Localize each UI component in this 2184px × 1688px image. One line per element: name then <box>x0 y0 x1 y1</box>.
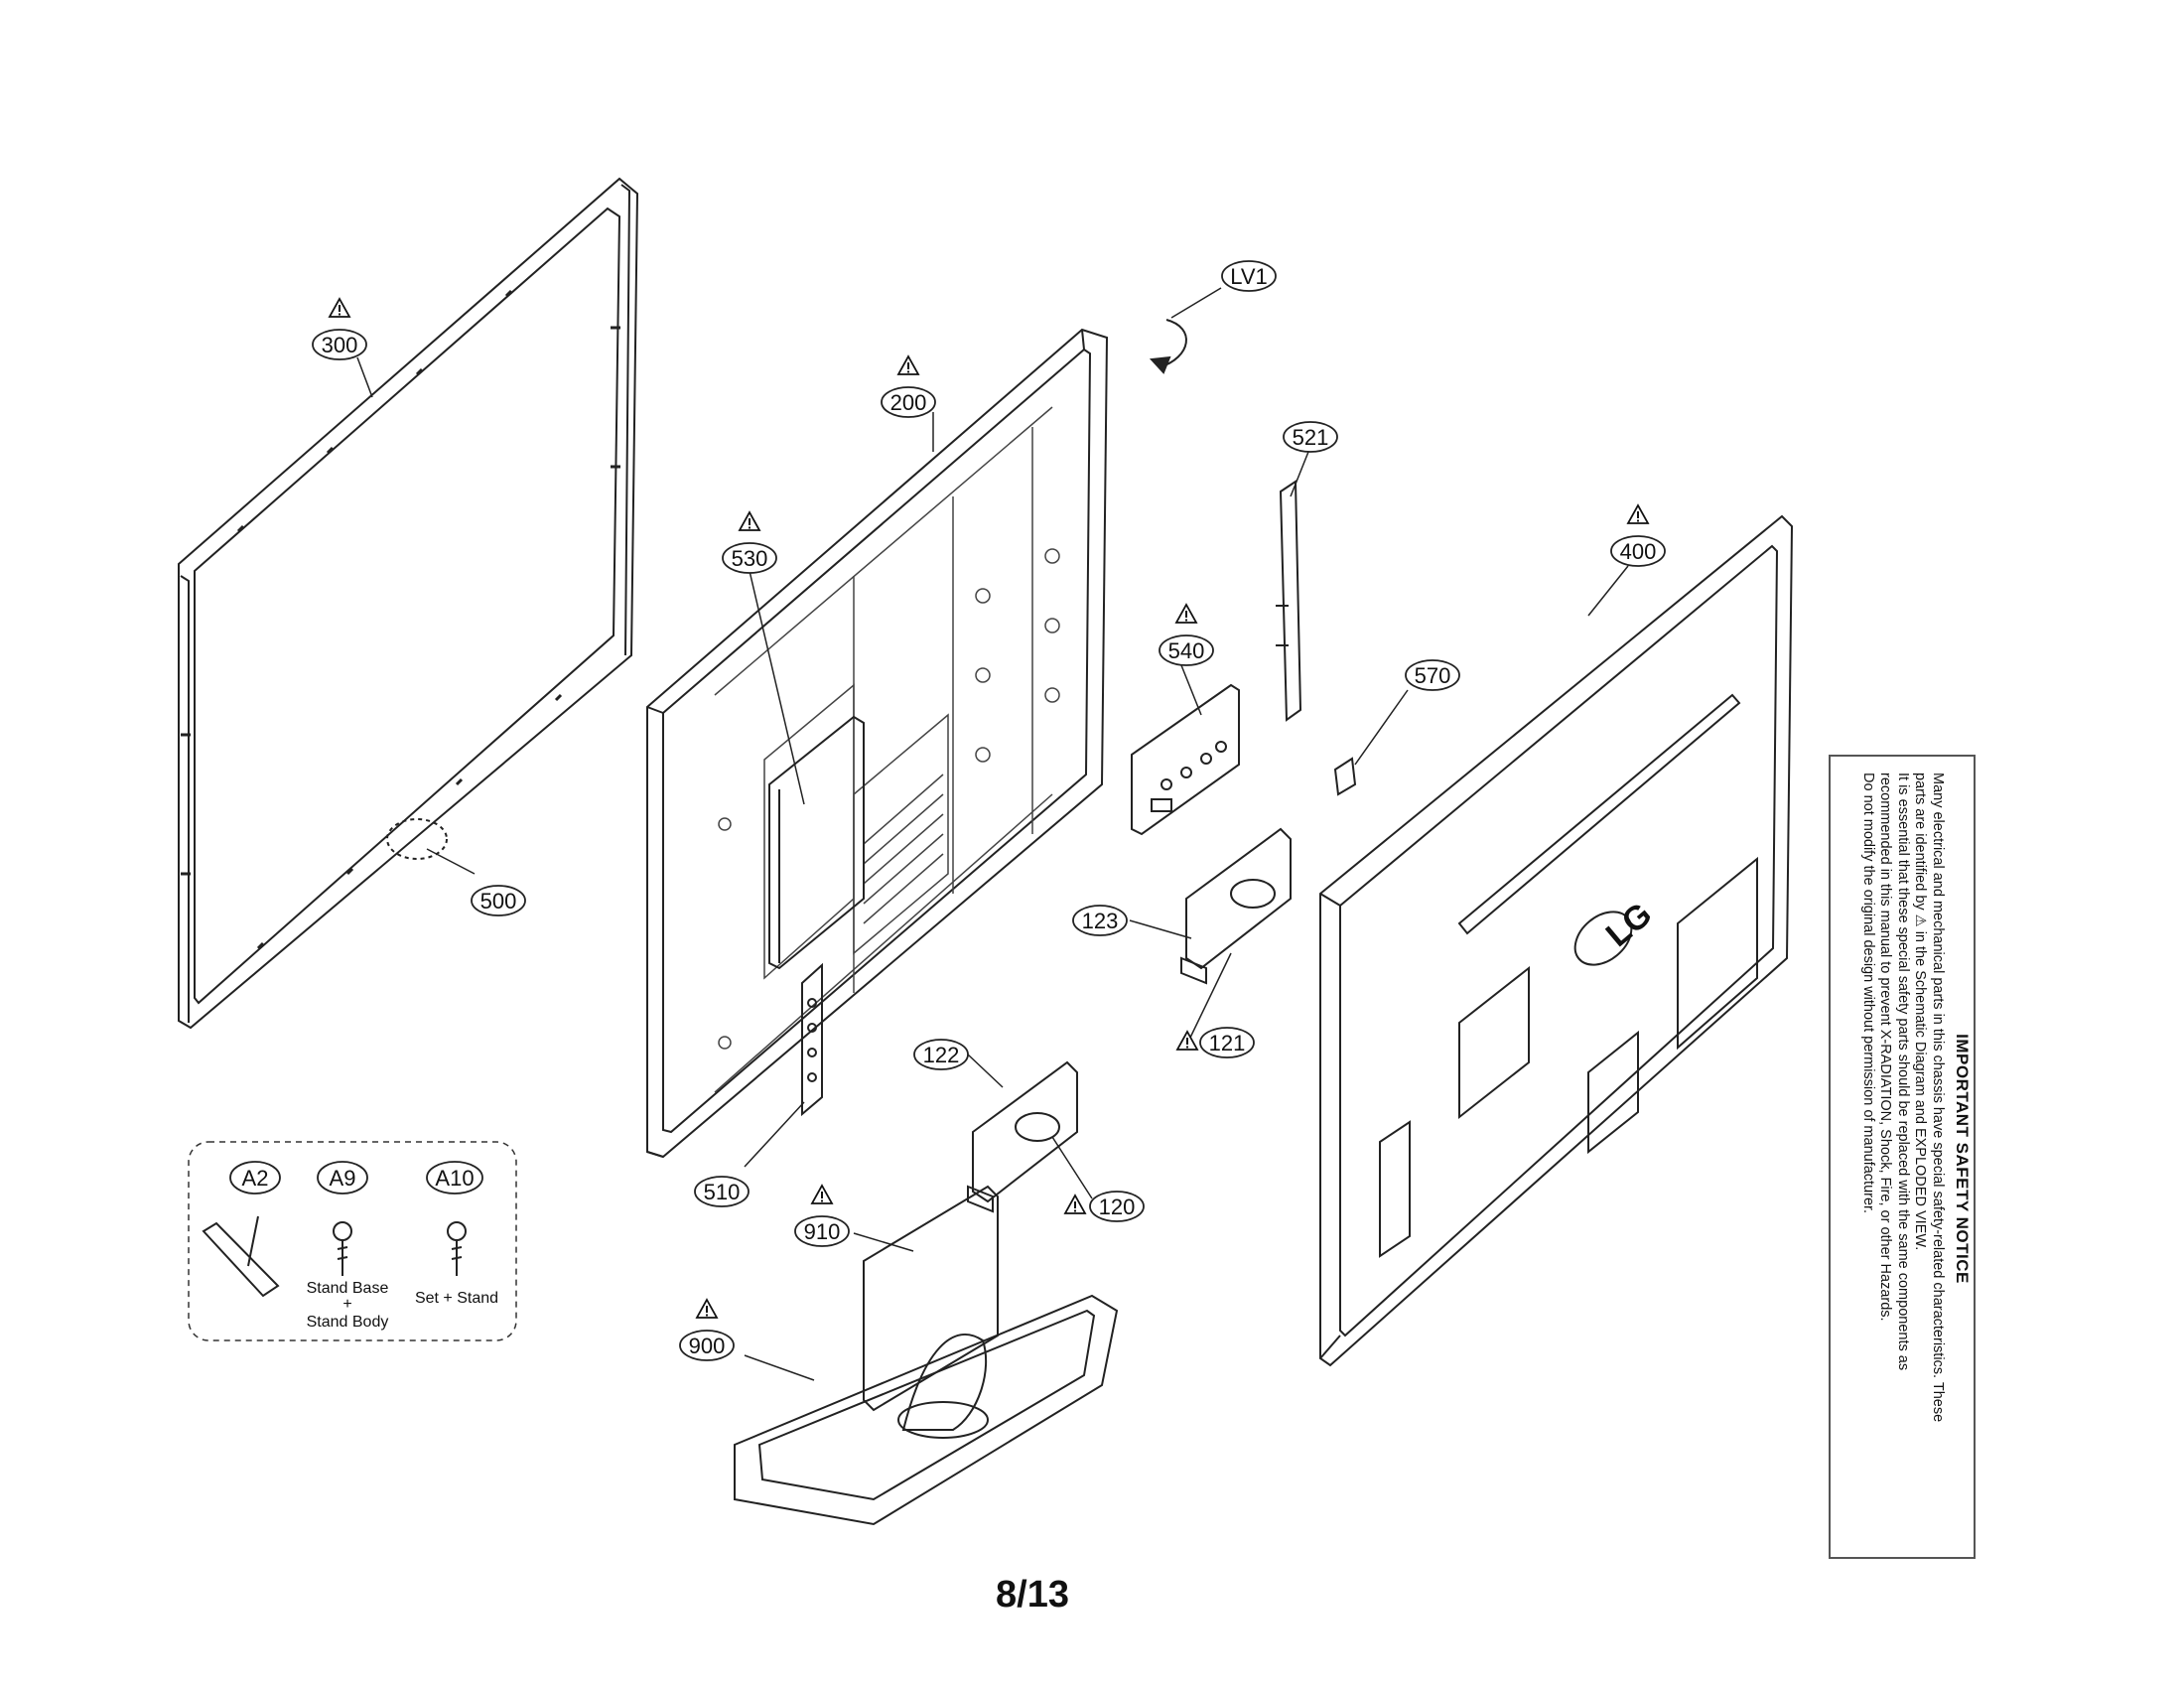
a10-caption: Set + Stand <box>415 1290 498 1307</box>
callout-900: 900 <box>689 1334 726 1358</box>
leader-lines <box>356 287 1629 1381</box>
page-number: 8/13 <box>996 1574 1069 1616</box>
bezel-frame-300 <box>178 177 639 1030</box>
warning-triangle-icon <box>329 298 350 318</box>
callout-120: 120 <box>1099 1195 1136 1219</box>
callout-121: 121 <box>1209 1031 1246 1055</box>
main-board-540 <box>1131 683 1240 836</box>
callout-500: 500 <box>480 889 517 914</box>
stand-910-900 <box>734 1185 1119 1526</box>
rear-cover-400: LG <box>1319 514 1794 1367</box>
callout-521: 521 <box>1293 425 1329 450</box>
rotate-arrow-icon <box>1149 319 1187 374</box>
callout-910: 910 <box>804 1219 841 1244</box>
callout-400: 400 <box>1620 539 1657 564</box>
screw-a10-icon <box>447 1221 467 1241</box>
callout-570: 570 <box>1415 663 1451 688</box>
callout-a2-label: A2 <box>242 1166 269 1191</box>
safety-notice-line-2: parts are identified by ⚠ in the Schemat… <box>1912 773 1929 1251</box>
safety-notice-content: IMPORTANT SAFETY NOTICE Many electrical … <box>1833 757 1979 1561</box>
safety-notice-line-5: Do not modify the original design withou… <box>1860 773 1876 1214</box>
callout-300: 300 <box>322 333 358 357</box>
a9-caption-1: Stand Base <box>307 1280 389 1297</box>
callout-a10-label: A10 <box>435 1166 474 1191</box>
screw-a9-icon <box>333 1221 352 1241</box>
warning-triangle-icon <box>1176 1031 1198 1051</box>
warning-triangle-icon <box>897 355 919 375</box>
callout-510: 510 <box>704 1180 741 1204</box>
power-board-530 <box>768 715 865 970</box>
callout-lv1: LV1 <box>1230 264 1268 289</box>
callout-123: 123 <box>1082 909 1119 933</box>
warning-triangle-icon <box>811 1185 833 1204</box>
warning-triangle-icon <box>1627 504 1649 524</box>
callout-122: 122 <box>923 1043 960 1067</box>
safety-notice-line-1: Many electrical and mechanical parts in … <box>1930 773 1946 1423</box>
callout-a9-label: A9 <box>330 1166 356 1191</box>
safety-notice-box: IMPORTANT SAFETY NOTICE Many electrical … <box>1829 755 1976 1559</box>
speaker-123-121 <box>1180 827 1292 985</box>
callout-540: 540 <box>1168 638 1205 663</box>
screws-box: A2 A9 A10 Stand Base + Stand Body Set + … <box>188 1141 517 1341</box>
stand-cover-a2-icon <box>202 1221 280 1298</box>
safety-notice-title: IMPORTANT SAFETY NOTICE <box>1953 1034 1972 1284</box>
key-board-510 <box>801 962 823 1117</box>
warning-triangle-icon <box>1064 1195 1086 1214</box>
speaker-122-120 <box>967 1060 1078 1213</box>
warning-triangle-icon <box>1175 604 1197 624</box>
lg-logo: LG <box>1599 896 1660 954</box>
safety-notice-line-4: recommended in this manual to prevent X-… <box>1877 773 1894 1322</box>
callout-530: 530 <box>732 546 768 571</box>
a9-caption-2: Stand Body <box>307 1314 389 1331</box>
callouts: 300 200 530 500 510 LV1 521 540 570 400 <box>312 260 1666 1361</box>
a9-caption-plus: + <box>342 1296 351 1313</box>
safety-notice-line-3: It is essential that these special safet… <box>1895 773 1911 1371</box>
warning-triangle-icon <box>739 511 760 531</box>
lcd-module-200 <box>646 328 1109 1159</box>
warning-triangle-icon <box>696 1299 718 1319</box>
module-570 <box>1333 757 1357 796</box>
bracket-521 <box>1276 480 1302 722</box>
callout-200: 200 <box>890 390 927 415</box>
